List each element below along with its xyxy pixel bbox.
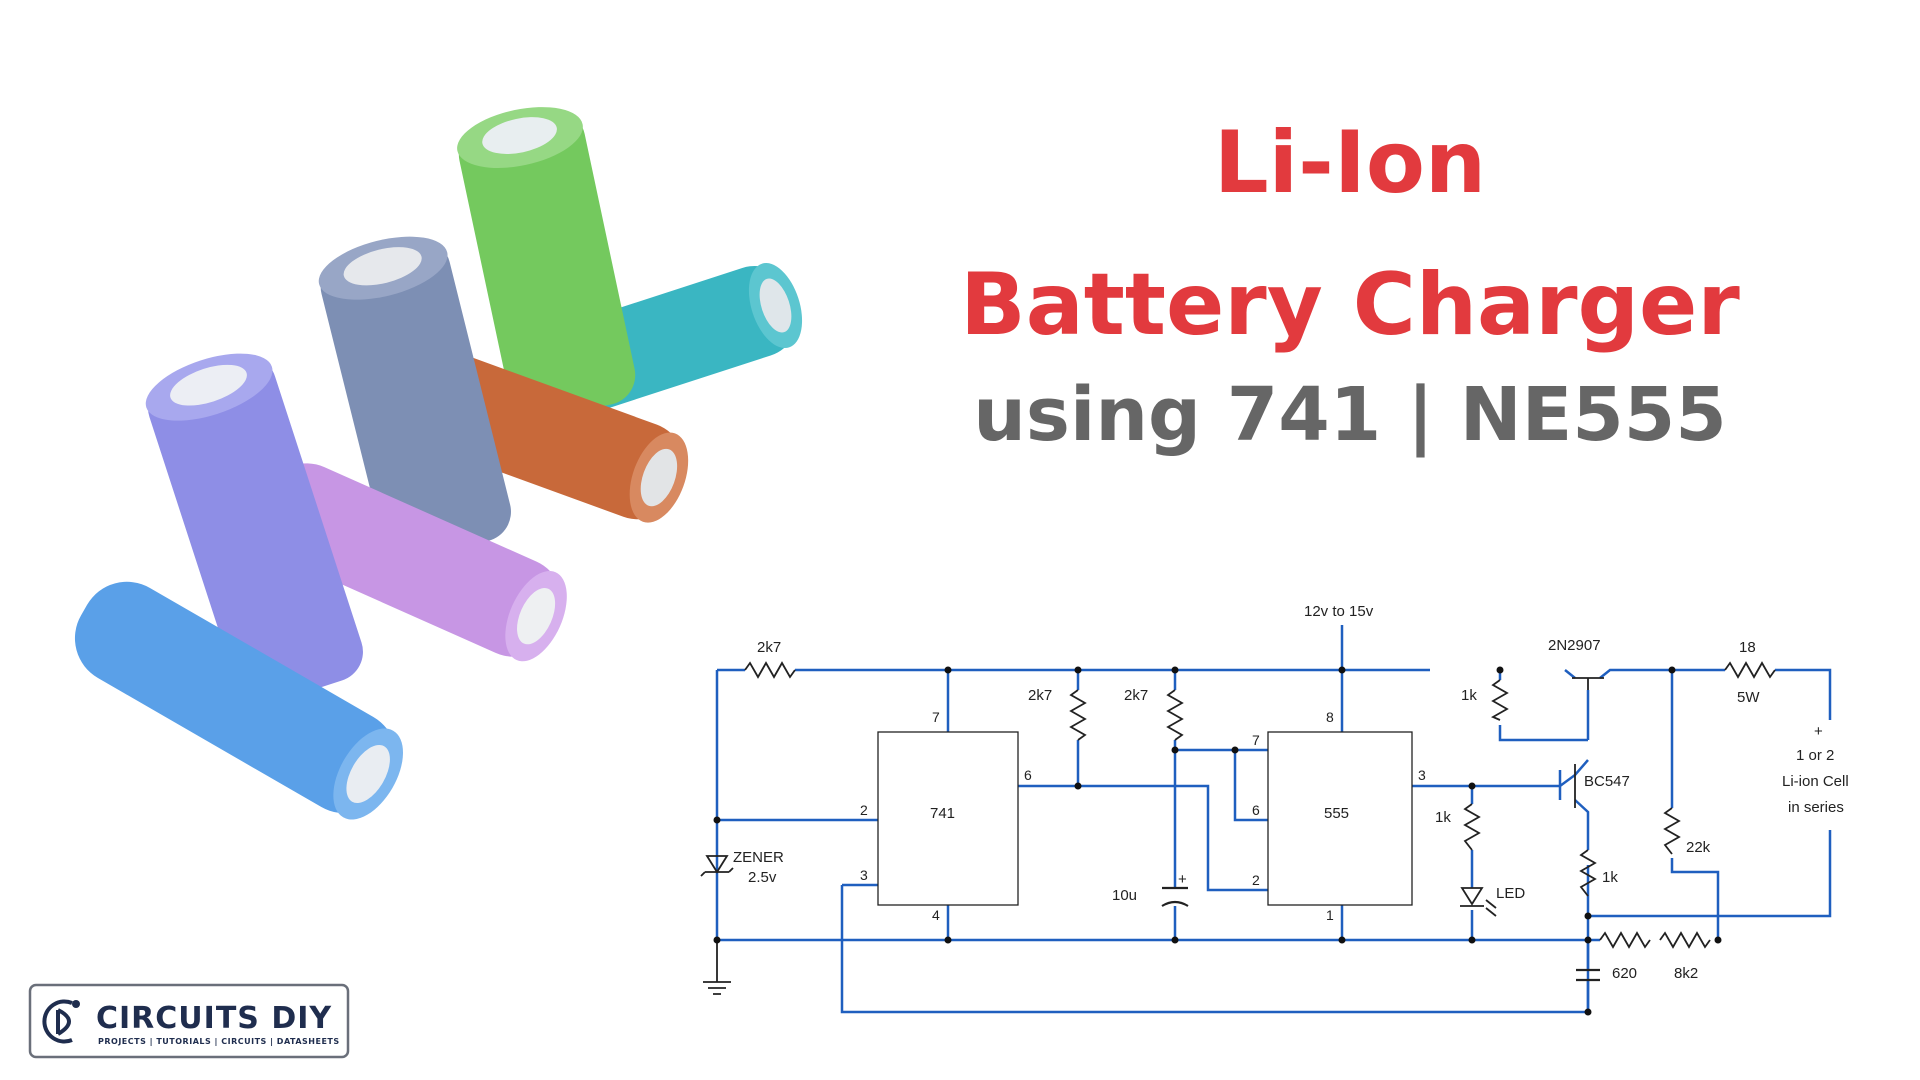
resistor-22k	[1663, 807, 1681, 855]
label-npn: BC547	[1584, 773, 1630, 790]
schematic	[715, 625, 1832, 1014]
battery-terminal	[346, 745, 390, 803]
resistor-1k-base	[1490, 679, 1509, 721]
resistor-18	[1724, 661, 1776, 679]
logo-name: CIRCUITS DIY	[96, 1001, 332, 1036]
label-supply: 12v to 15v	[1304, 603, 1374, 620]
ic-741-label: 741	[930, 805, 955, 822]
battery-body	[320, 239, 511, 560]
battery-blue	[74, 581, 403, 820]
label-r-pullup1: 2k7	[1028, 687, 1052, 704]
battery-terminal	[759, 278, 792, 333]
label-r-div2: 620	[1612, 965, 1637, 982]
pin-555-3: 3	[1418, 767, 1426, 783]
label-zener-value: 2.5v	[748, 869, 777, 886]
battery-body	[257, 463, 563, 657]
label-r-out-power: 5W	[1737, 689, 1760, 706]
pin-555-7: 7	[1252, 732, 1260, 748]
battery-group	[74, 107, 803, 820]
battery-terminal	[343, 247, 422, 286]
label-battery-plus: +	[1814, 723, 1823, 740]
label-r-emitter: 1k	[1602, 869, 1618, 886]
battery-terminal	[170, 364, 247, 406]
title-line-1: Li-Ion	[1213, 113, 1487, 213]
label-led: LED	[1496, 885, 1525, 902]
resistor-2k7-b	[1166, 689, 1184, 741]
label-r-div3: 8k2	[1674, 965, 1698, 982]
title-line-2: Battery Charger	[960, 255, 1740, 355]
wire-555-pin6	[1233, 750, 1268, 822]
pin-741-6: 6	[1024, 767, 1032, 783]
logo-tagline: PROJECTS | TUTORIALS | CIRCUITS | DATASH…	[98, 1037, 340, 1046]
label-zener: ZENER	[733, 849, 784, 866]
label-pnp: 2N2907	[1548, 637, 1601, 654]
pin-555-2: 2	[1252, 872, 1260, 888]
battery-terminal	[640, 448, 678, 507]
ic-555-body	[1267, 731, 1413, 906]
pin-741-3: 3	[860, 867, 868, 883]
logo-frame	[28, 983, 350, 1059]
pin-741-2: 2	[860, 802, 868, 818]
wire-1k-base	[1498, 670, 1588, 742]
resistor-2k7-a	[1069, 689, 1087, 741]
title-line-3: using 741 | NE555	[973, 372, 1727, 458]
pin-555-1: 1	[1326, 907, 1334, 923]
battery-terminal	[517, 587, 556, 645]
junctions	[713, 666, 1722, 1016]
pin-741-7: 7	[932, 709, 940, 725]
label-battery-line2: Li-ion Cell	[1782, 773, 1849, 790]
ic-555-label: 555	[1324, 805, 1349, 822]
battery-green	[457, 107, 636, 420]
ic-741-body	[877, 731, 1019, 906]
label-r-base: 1k	[1461, 687, 1477, 704]
resistor-8k2	[1659, 931, 1711, 949]
logo: CIRCUITS DIY PROJECTS | TUTORIALS | CIRC…	[28, 983, 350, 1059]
resistor-620	[1599, 931, 1651, 949]
label-cap: 10u	[1112, 887, 1137, 904]
resistor-1k-emitter	[1579, 849, 1597, 897]
label-r-pullup2: 2k7	[1124, 687, 1148, 704]
wire-div	[1670, 670, 1720, 940]
resistor-1k-led	[1463, 803, 1481, 851]
logo-circuit-icon	[42, 999, 73, 1044]
label-r-div1: 22k	[1686, 839, 1711, 856]
battery-pink	[257, 463, 567, 662]
battery-lavender	[145, 353, 363, 705]
battery-body	[74, 581, 397, 814]
wire-out	[1588, 668, 1832, 918]
led-diode	[1460, 887, 1497, 917]
label-battery-line1: 1 or 2	[1796, 747, 1834, 764]
resistor-2k7-input	[744, 661, 796, 679]
label-battery-line3: in series	[1788, 799, 1844, 816]
label-cap-plus: +	[1178, 871, 1187, 888]
battery-slate	[318, 236, 511, 560]
label-r-led: 1k	[1435, 809, 1451, 826]
zener-diode	[700, 855, 734, 877]
capacitor-10u	[1161, 886, 1189, 907]
resistors	[744, 661, 1776, 949]
battery-terminal	[482, 117, 557, 154]
capacitor-620	[1576, 968, 1600, 982]
battery-body	[147, 355, 363, 705]
label-r-input: 2k7	[757, 639, 781, 656]
battery-body	[458, 110, 636, 420]
pin-555-6: 6	[1252, 802, 1260, 818]
wire-741-pin6	[1018, 784, 1268, 892]
label-r-out: 18	[1739, 639, 1756, 656]
pin-741-4: 4	[932, 907, 940, 923]
pin-555-8: 8	[1326, 709, 1334, 725]
logo-dot	[72, 1000, 80, 1008]
wire-pnp	[1564, 668, 1660, 740]
ground-symbol	[703, 940, 731, 995]
wire-return-rail	[840, 885, 1590, 1014]
transistor-pnp	[1572, 677, 1604, 690]
